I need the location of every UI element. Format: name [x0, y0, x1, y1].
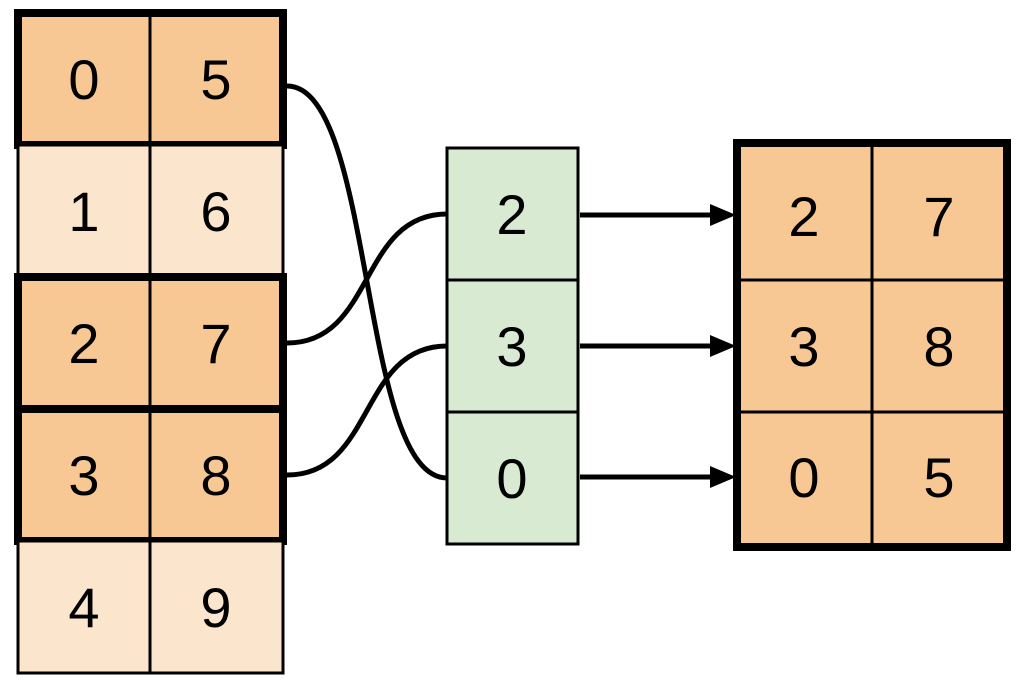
index-cell-1: [445, 278, 580, 414]
source-value-r1c1: 6: [200, 180, 231, 243]
result-cell-r2c1: [870, 410, 1009, 549]
result-cell-r2c0: [735, 410, 874, 549]
source-value-r2c0: 2: [68, 312, 99, 375]
source-value-r0c1: 5: [200, 48, 231, 111]
source-row-0: 0 5: [14, 9, 287, 149]
result-value-r0c1: 7: [923, 185, 954, 248]
source-cell-r0c1: [148, 11, 285, 147]
source-row-1: 1 6: [16, 143, 285, 279]
arrowhead-icon: [710, 335, 736, 357]
arrow-index-2-to-result-row0: [580, 204, 736, 226]
source-row-4: 4 9: [16, 539, 285, 675]
curve-source-row2-to-index-2: [286, 211, 448, 346]
source-cell-r4c1: [148, 539, 285, 675]
source-cell-r4c0: [16, 539, 152, 675]
index-value-2: 0: [496, 447, 527, 510]
result-table: 2 7 3 8 0 5: [733, 139, 1011, 551]
source-row-2: 2 7: [14, 273, 287, 413]
source-value-r0c0: 0: [68, 48, 99, 111]
source-cell-r2c1: [148, 275, 285, 411]
source-cell-r3c0: [16, 407, 152, 543]
result-value-r0c0: 2: [788, 185, 819, 248]
index-value-0: 2: [496, 183, 527, 246]
source-cell-r1c1: [148, 143, 285, 279]
arrowhead-icon: [710, 466, 736, 488]
source-value-r2c1: 7: [200, 312, 231, 375]
arrow-index-0-to-result-row2: [580, 466, 736, 488]
source-value-r3c1: 8: [200, 444, 231, 507]
curve-source-row3-to-index-3: [286, 343, 448, 478]
source-cell-r0c0: [16, 11, 152, 147]
source-row-3: 3 8: [14, 405, 287, 545]
arrowhead-icon: [710, 204, 736, 226]
index-value-1: 3: [496, 315, 527, 378]
source-value-r4c0: 4: [68, 576, 99, 639]
result-table-outline: [733, 139, 1011, 551]
result-value-r1c1: 8: [923, 315, 954, 378]
result-value-r2c1: 5: [923, 446, 954, 509]
result-value-r1c0: 3: [788, 315, 819, 378]
arrow-index-3-to-result-row1: [580, 335, 736, 357]
source-value-r4c1: 9: [200, 576, 231, 639]
result-value-r2c0: 0: [788, 446, 819, 509]
index-cell-2: [445, 410, 580, 546]
connectors: [286, 83, 736, 488]
source-value-r3c0: 3: [68, 444, 99, 507]
index-column: 2 3 0: [445, 146, 580, 546]
source-table: 0 5 1 6 2 7 3 8: [14, 9, 287, 675]
source-value-r1c0: 1: [68, 180, 99, 243]
